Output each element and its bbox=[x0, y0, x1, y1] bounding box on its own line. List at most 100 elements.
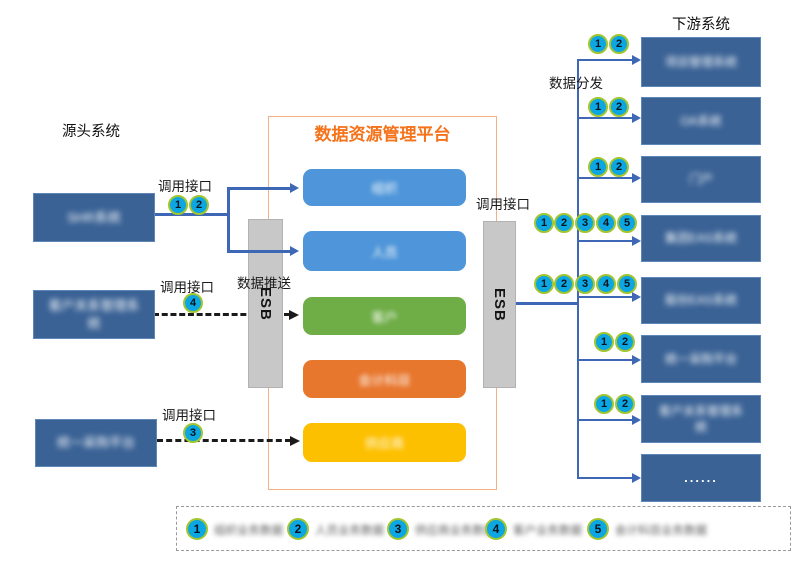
legend-chip-5: 5 bbox=[587, 518, 609, 540]
chip-crm-4: 4 bbox=[183, 293, 203, 313]
downstream-box-crm-label: 客户关系管理系统 bbox=[658, 403, 743, 434]
legend-chip-4: 4 bbox=[485, 518, 507, 540]
arrowhead-group-eas bbox=[632, 236, 641, 246]
arrowhead-customer bbox=[289, 310, 299, 320]
chip-group-eas-4: 4 bbox=[596, 213, 616, 233]
module-customer-label: 客户 bbox=[371, 309, 398, 325]
chip-share-eas-1: 1 bbox=[534, 274, 554, 294]
chip-project-1: 1 bbox=[588, 34, 608, 54]
legend-label-4: 客户业务数据 bbox=[513, 525, 582, 537]
downstream-box-ellipsis: ...... bbox=[641, 454, 761, 502]
chip-shr-2: 2 bbox=[189, 195, 209, 215]
downstream-box-group-eas-label: 集团EAS系统 bbox=[664, 231, 737, 246]
branch-line-project bbox=[578, 59, 634, 61]
chip-portal-2: 2 bbox=[609, 157, 629, 177]
legend-chip-1: 1 bbox=[186, 518, 208, 540]
downstream-box-group-eas: 集团EAS系统 bbox=[641, 215, 761, 262]
chip-share-eas-2: 2 bbox=[554, 274, 574, 294]
module-supplier: 供应商 bbox=[303, 423, 466, 462]
source-box-crm-label: 客户关系管理系统 bbox=[48, 297, 140, 331]
distribution-trunk-line bbox=[577, 59, 579, 479]
downstream-systems-title: 下游系统 bbox=[672, 17, 730, 33]
esb-label-right: ESB bbox=[491, 287, 508, 322]
chip-portal-1: 1 bbox=[588, 157, 608, 177]
arrowhead-oa bbox=[632, 113, 641, 123]
module-organization-label: 组织 bbox=[371, 181, 398, 196]
source-box-shr-label: SHR系统 bbox=[67, 209, 121, 225]
data-push-label: 数据推送 bbox=[237, 276, 291, 291]
chip-shr-1: 1 bbox=[168, 195, 188, 215]
legend-label-3: 供应商业务数据 bbox=[415, 525, 496, 537]
legend-label-1: 组织业务数据 bbox=[214, 525, 283, 537]
module-accounting-label: 会计科目 bbox=[358, 372, 411, 388]
chip-ds-procurement-2: 2 bbox=[615, 332, 635, 352]
source-box-procurement: 统一采购平台 bbox=[35, 419, 157, 467]
platform-title: 数据资源管理平台 bbox=[314, 125, 451, 144]
esb-bar-left: ESB bbox=[248, 219, 283, 388]
branch-line-ellipsis bbox=[578, 477, 634, 479]
arrowhead-supplier bbox=[290, 436, 300, 446]
arrowhead-project bbox=[632, 55, 641, 65]
call-interface-label-procurement: 调用接口 bbox=[162, 408, 216, 423]
branch-line-oa bbox=[578, 117, 634, 119]
chip-share-eas-4: 4 bbox=[596, 274, 616, 294]
module-organization: 组织 bbox=[303, 169, 466, 206]
shr-flow-line bbox=[155, 213, 229, 216]
crm-dashed-line bbox=[153, 313, 290, 316]
legend-label-5: 会计科目业务数据 bbox=[615, 525, 707, 537]
esb-output-line bbox=[516, 302, 578, 305]
source-box-shr: SHR系统 bbox=[33, 193, 155, 242]
downstream-box-oa-label: OA系统 bbox=[680, 113, 722, 128]
shr-flow-split bbox=[227, 187, 230, 253]
downstream-box-procurement: 统一采购平台 bbox=[641, 335, 761, 383]
chip-project-2: 2 bbox=[609, 34, 629, 54]
chip-group-eas-2: 2 bbox=[554, 213, 574, 233]
module-personnel-label: 人员 bbox=[371, 244, 398, 260]
esb-bar-right: ESB bbox=[483, 221, 516, 388]
chip-share-eas-3: 3 bbox=[575, 274, 595, 294]
module-supplier-label: 供应商 bbox=[364, 436, 404, 451]
downstream-box-project: 项目管理系统 bbox=[641, 37, 761, 87]
downstream-box-procurement-label: 统一采购平台 bbox=[664, 351, 737, 366]
legend-chip-2: 2 bbox=[287, 518, 309, 540]
legend-chip-3: 3 bbox=[387, 518, 409, 540]
legend-box bbox=[176, 506, 791, 551]
arrowhead-ellipsis bbox=[632, 473, 641, 483]
chip-procurement-3: 3 bbox=[183, 423, 203, 443]
chip-group-eas-1: 1 bbox=[534, 213, 554, 233]
esb-label-left: ESB bbox=[257, 286, 274, 321]
arrowhead-crm bbox=[632, 415, 641, 425]
arrowhead-portal bbox=[632, 173, 641, 183]
module-personnel: 人员 bbox=[303, 231, 466, 271]
chip-group-eas-3: 3 bbox=[575, 213, 595, 233]
source-box-procurement-label: 统一采购平台 bbox=[56, 435, 135, 451]
source-box-crm: 客户关系管理系统 bbox=[33, 290, 155, 339]
downstream-box-project-label: 项目管理系统 bbox=[664, 54, 737, 69]
downstream-box-portal-label: 门户 bbox=[688, 172, 713, 187]
downstream-box-share-eas-label: 股份EAS系统 bbox=[664, 293, 737, 308]
arrowhead-share-eas bbox=[632, 292, 641, 302]
chip-share-eas-5: 5 bbox=[617, 274, 637, 294]
source-systems-title: 源头系统 bbox=[62, 124, 120, 140]
downstream-box-crm: 客户关系管理系统 bbox=[641, 395, 761, 443]
downstream-box-share-eas: 股份EAS系统 bbox=[641, 277, 761, 324]
arrowhead-procurement bbox=[632, 355, 641, 365]
arrowhead-organization bbox=[290, 183, 299, 193]
branch-line-crm bbox=[578, 419, 634, 421]
downstream-box-ellipsis-label: ...... bbox=[684, 470, 718, 486]
call-interface-label-shr: 调用接口 bbox=[158, 179, 212, 194]
module-accounting: 会计科目 bbox=[303, 360, 466, 398]
branch-line-share-eas bbox=[578, 296, 634, 298]
call-interface-label-crm: 调用接口 bbox=[160, 280, 214, 295]
chip-ds-crm-2: 2 bbox=[615, 394, 635, 414]
branch-line-procurement bbox=[578, 359, 634, 361]
chip-oa-1: 1 bbox=[588, 97, 608, 117]
branch-line-group-eas bbox=[578, 240, 634, 242]
chip-oa-2: 2 bbox=[609, 97, 629, 117]
flow-to-personnel bbox=[227, 250, 291, 253]
chip-group-eas-5: 5 bbox=[617, 213, 637, 233]
branch-line-portal bbox=[578, 177, 634, 179]
arrowhead-personnel bbox=[290, 246, 299, 256]
legend-label-2: 人员业务数据 bbox=[315, 525, 384, 537]
